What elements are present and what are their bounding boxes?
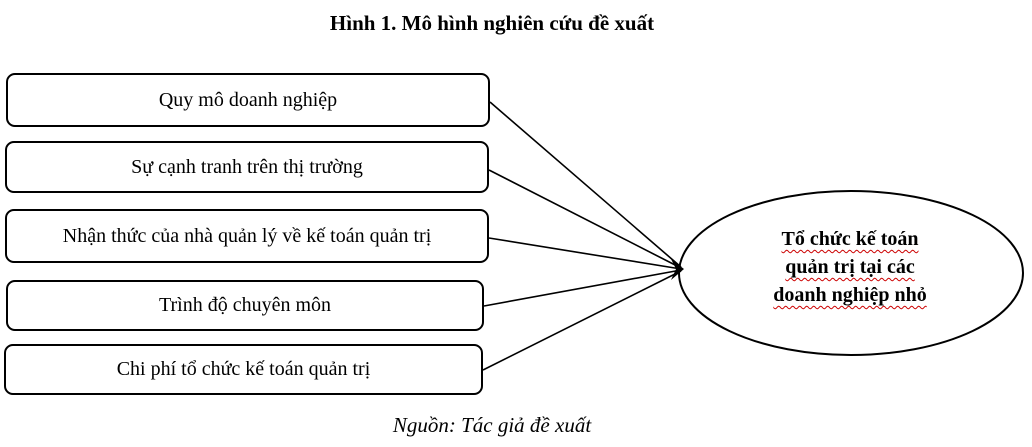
factor-box-market-competition: Sự cạnh tranh trên thị trường (5, 141, 489, 193)
factor-box-organization-cost: Chi phí tổ chức kế toán quản trị (4, 344, 483, 395)
arrow-factor-3 (483, 269, 682, 307)
factor-label: Trình độ chuyên môn (158, 294, 332, 316)
factor-box-company-size: Quy mô doanh nghiệp (6, 73, 490, 127)
arrow-factor-2 (488, 237, 682, 270)
arrow-factor-4 (482, 270, 682, 371)
arrow-factor-0 (489, 101, 682, 268)
arrow-factor-1 (488, 169, 682, 269)
outcome-line: Tổ chức kế toán (781, 228, 919, 250)
factor-label: Quy mô doanh nghiệp (158, 88, 338, 111)
factor-label: Chi phí tổ chức kế toán quản trị (116, 358, 371, 380)
factor-label: Sự cạnh tranh trên thị trường (131, 155, 363, 178)
figure-source: Nguồn: Tác giả đề xuất (392, 413, 592, 437)
outcome-line: doanh nghiệp nhỏ (773, 284, 927, 306)
factor-label: Nhận thức của nhà quản lý về kế toán quả… (62, 224, 432, 247)
arrowhead-icon (671, 259, 684, 280)
factor-box-manager-awareness: Nhận thức của nhà quản lý về kế toán quả… (5, 209, 489, 263)
figure-title: Hình 1. Mô hình nghiên cứu đề xuất (329, 11, 655, 35)
outcome-label: Tổ chức kế toán quản trị tại các doanh n… (734, 225, 966, 309)
factor-box-expertise: Trình độ chuyên môn (6, 280, 484, 331)
outcome-line: quản trị tại các (785, 256, 915, 278)
